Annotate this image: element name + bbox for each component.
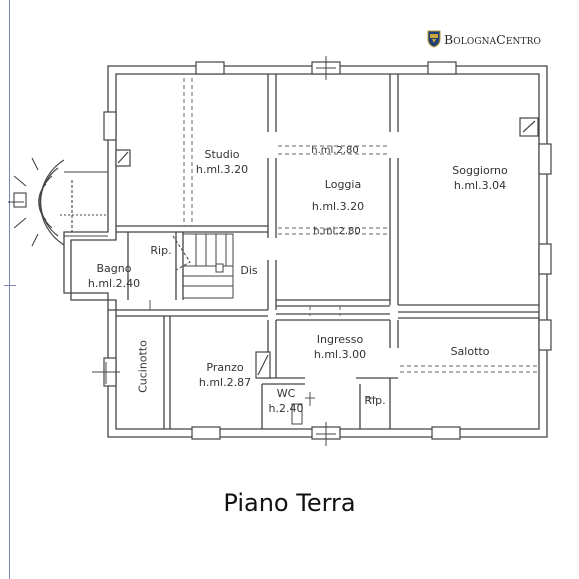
room-rip-stairs: Rip.	[150, 244, 172, 257]
wall-studio-loggia	[267, 74, 277, 238]
room-loggia-height: h.ml.3.20	[311, 200, 365, 213]
page-edge-line	[9, 0, 10, 579]
window-top-3	[427, 61, 457, 75]
page-edge-tick	[4, 285, 16, 286]
loggia-front-dashed	[309, 306, 341, 316]
wall-rip-right	[356, 377, 398, 429]
room-ingresso-height: h.ml.3.00	[313, 348, 367, 361]
studio-beam-line	[183, 78, 193, 226]
brand-name: BolognaCentro	[444, 31, 541, 47]
window-right-3	[538, 319, 552, 351]
room-wc-height: h.2.40	[268, 402, 304, 415]
window-mark-bottom	[316, 422, 336, 446]
room-wc: WC h.2.40	[266, 386, 306, 416]
room-soggiorno: Soggiorno h.ml.3.04	[440, 163, 520, 193]
window-left-studio	[103, 111, 117, 141]
room-rip-lower: Rip.	[364, 394, 386, 407]
window-bottom-3	[431, 426, 461, 440]
loggia-beam-top	[278, 145, 388, 155]
wall-bagno-bottom	[108, 309, 268, 317]
door-ingresso-wc	[305, 392, 315, 406]
outer-wall-inner	[70, 73, 540, 430]
room-ingresso-name: Ingresso	[316, 333, 364, 346]
wall-loggia-soggiorno	[389, 74, 399, 305]
room-salotto: Salotto	[450, 345, 490, 358]
room-soggiorno-name: Soggiorno	[452, 164, 508, 177]
wc-fixture	[291, 403, 303, 425]
room-studio-height: h.ml.3.20	[195, 163, 249, 176]
loggia-beam-top-label: h.ml.2.80	[311, 145, 359, 156]
room-pranzo-name: Pranzo	[206, 361, 244, 374]
window-mark-left	[92, 362, 120, 384]
window-mark-top	[316, 56, 336, 80]
wall-wc-top	[262, 377, 305, 385]
room-studio: Studio h.ml.3.20	[192, 147, 252, 177]
floor-title: Piano Terra	[223, 489, 356, 517]
room-wc-name: WC	[276, 387, 296, 400]
wall-cucinotto-pranzo	[163, 316, 171, 429]
room-pranzo: Pranzo h.ml.2.87	[195, 360, 255, 390]
room-dis: Dis	[240, 264, 258, 277]
room-cucinotto: Cucinotto	[136, 340, 150, 393]
room-bagno-name: Bagno	[96, 262, 132, 275]
loggia-beam-bottom-label: h.ml.2.80	[313, 226, 361, 237]
window-bottom-1	[191, 426, 221, 440]
window-right-1	[538, 143, 552, 175]
wall-loggia-bottom	[276, 299, 390, 307]
shield-logo-icon	[427, 30, 441, 48]
room-loggia: Loggia	[303, 177, 383, 192]
wall-dis-right	[267, 260, 277, 310]
wall-ingresso-salotto	[389, 320, 399, 348]
window-top-1	[195, 61, 225, 75]
room-loggia-name: Loggia	[324, 178, 362, 191]
wall-studio-bottom	[116, 225, 268, 233]
room-studio-name: Studio	[204, 148, 240, 161]
brand: BolognaCentro	[427, 30, 541, 48]
room-soggiorno-height: h.ml.3.04	[453, 179, 507, 192]
window-right-2	[538, 243, 552, 275]
room-ingresso: Ingresso h.ml.3.00	[300, 332, 380, 362]
room-pranzo-height: h.ml.2.87	[198, 376, 252, 389]
room-bagno-height: h.ml.2.40	[87, 277, 141, 290]
salotto-beam	[400, 365, 537, 373]
room-bagno: Bagno h.ml.2.40	[84, 261, 144, 291]
wall-soggiorno-bottom	[398, 304, 539, 313]
outer-wall	[63, 65, 548, 438]
wall-ingresso-top	[276, 313, 390, 321]
exterior-stair-landing	[13, 192, 27, 208]
loggia-beam-bottom	[278, 227, 388, 235]
